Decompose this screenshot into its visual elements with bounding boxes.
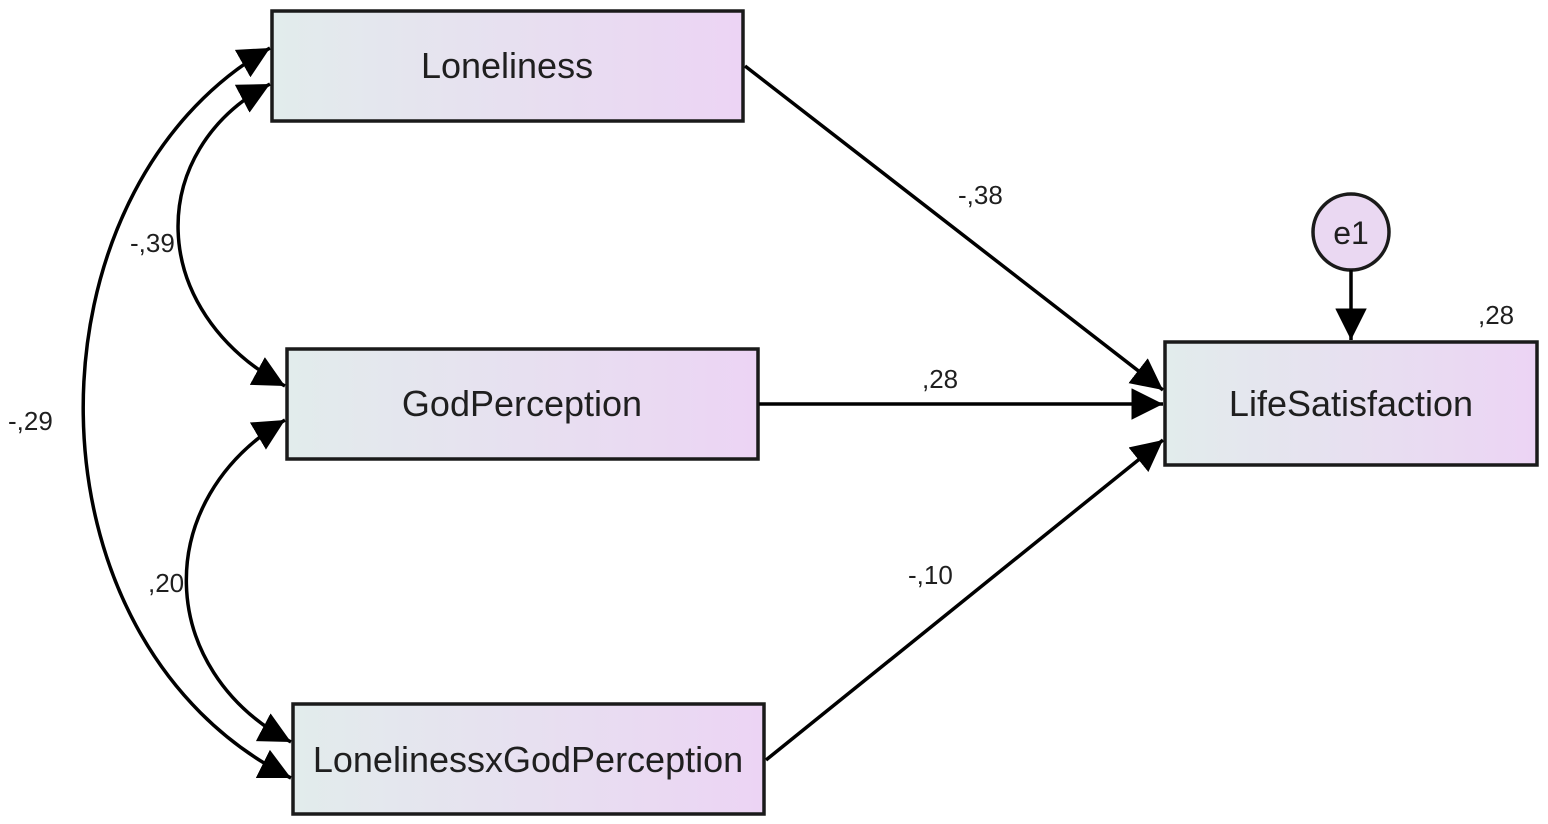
loneliness-to-ls-arrow — [743, 64, 1165, 392]
cov-god-interaction-arrow — [184, 418, 292, 744]
loneliness-node: Loneliness — [270, 9, 745, 123]
life-satisfaction-node: LifeSatisfaction — [1163, 340, 1539, 467]
coef-interaction-ls: -,10 — [908, 560, 953, 590]
interaction-node: LonelinessxGodPerception — [291, 702, 766, 816]
coef-god-ls: ,28 — [922, 364, 958, 394]
coef-loneliness-ls: -,38 — [958, 180, 1003, 210]
error-node: e1 — [1311, 192, 1391, 272]
god-perception-node: GodPerception — [285, 347, 760, 461]
interaction-label: LonelinessxGodPerception — [313, 739, 743, 780]
god-perception-label: GodPerception — [402, 383, 642, 424]
error-label: e1 — [1333, 215, 1369, 251]
cov-loneliness-interaction-label: -,29 — [8, 406, 53, 436]
cov-god-interaction-label: ,20 — [148, 568, 184, 598]
cov-loneliness-interaction-arrow — [81, 46, 292, 780]
interaction-to-ls-arrow — [764, 438, 1165, 762]
cov-loneliness-god-label: -,39 — [130, 228, 175, 258]
loneliness-label: Loneliness — [421, 45, 593, 86]
cov-loneliness-god-arrow — [176, 82, 286, 388]
r-squared-label: ,28 — [1478, 300, 1514, 330]
life-satisfaction-label: LifeSatisfaction — [1229, 383, 1473, 424]
